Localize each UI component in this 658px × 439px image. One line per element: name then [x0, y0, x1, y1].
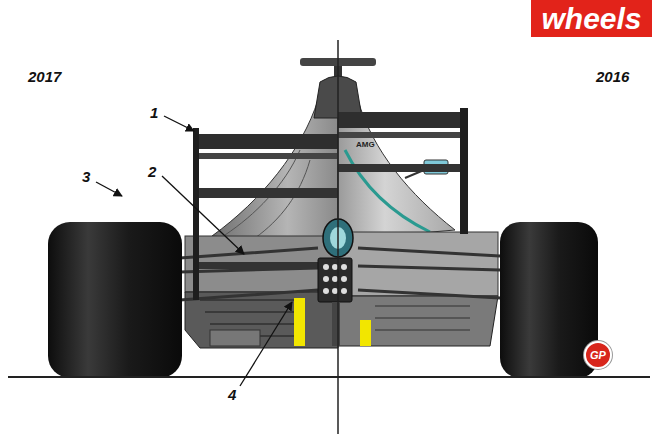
diffuser-height-marks: [294, 298, 371, 346]
rear-wing-2016: [338, 108, 468, 234]
callout-number: 3: [82, 168, 90, 185]
livery-text: AMG: [356, 140, 375, 149]
brand-badge: GP: [584, 341, 612, 369]
car-body-2017: [180, 100, 338, 348]
callout-number: 2: [148, 163, 156, 180]
rear-wing-2017: [193, 128, 338, 300]
leader-lines: [96, 116, 292, 386]
year-label: 2016: [596, 68, 629, 85]
year-label: 2017: [28, 68, 61, 85]
brand-logo: wheels: [531, 0, 652, 37]
car-body-2016: [338, 100, 500, 346]
callout-number: 4: [228, 386, 236, 403]
brand-logo-text: wheels: [541, 2, 641, 35]
brand-badge-text: GP: [590, 349, 606, 361]
reference-lines: [8, 40, 650, 434]
callout-number: 1: [150, 104, 158, 121]
rain-light: [318, 258, 352, 346]
tyres: [48, 222, 598, 378]
